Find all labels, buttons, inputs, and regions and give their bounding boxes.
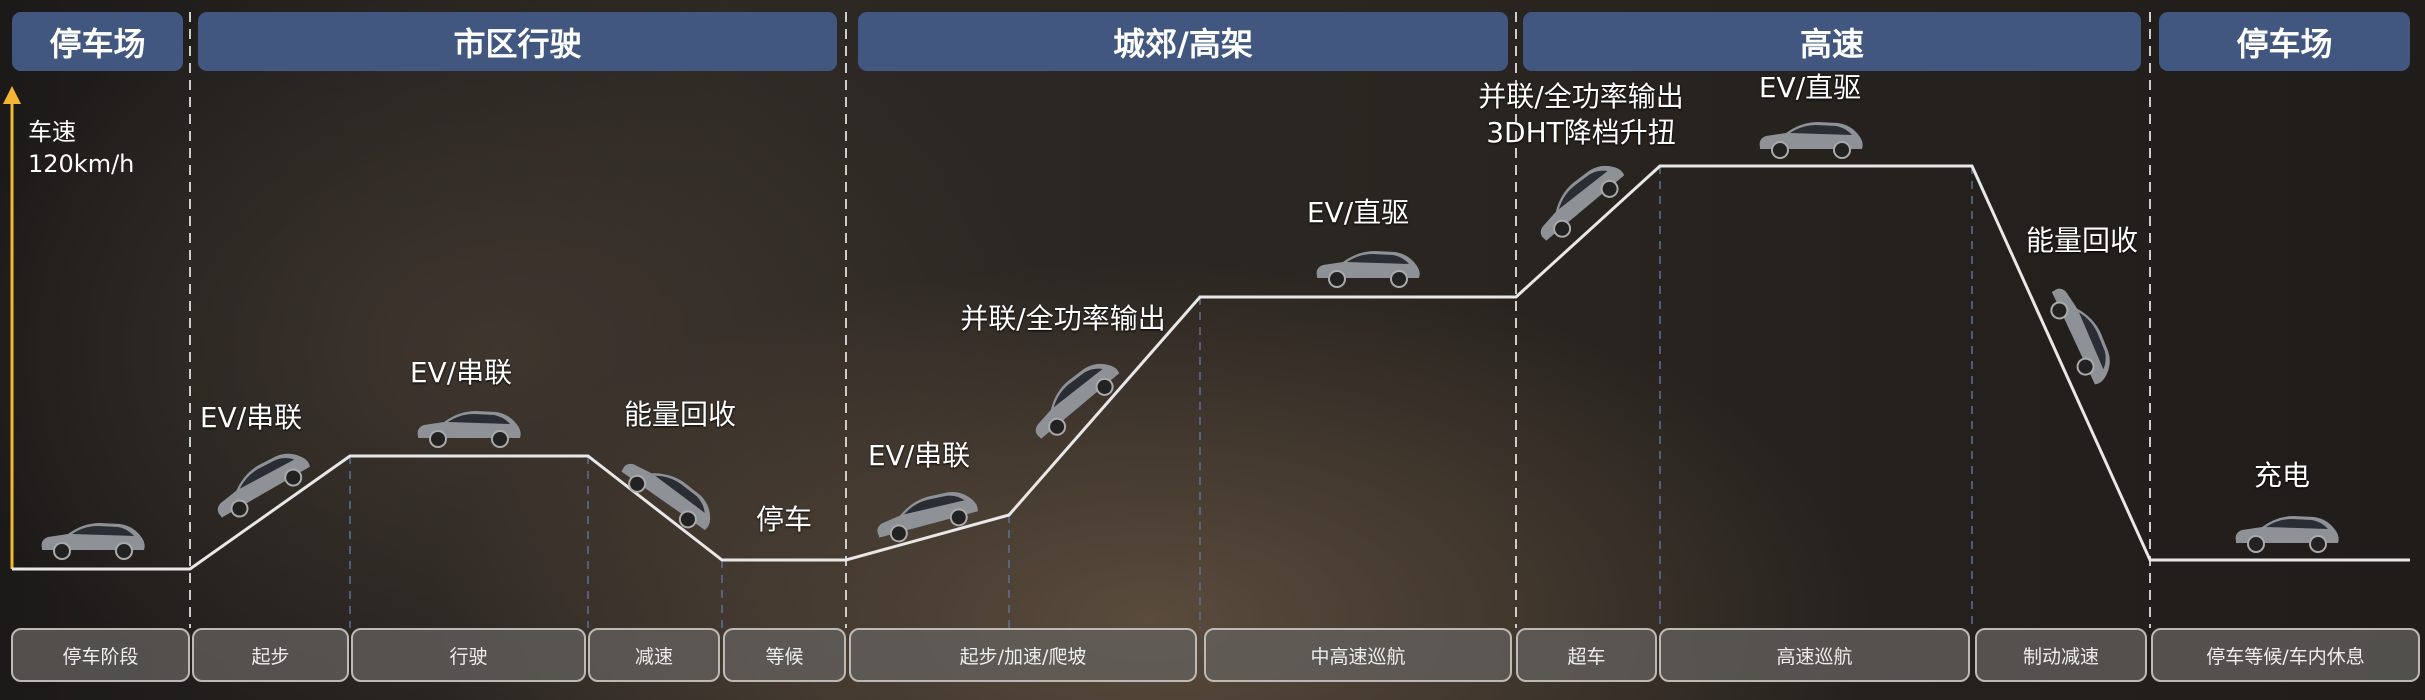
mode-label: EV/串联 bbox=[409, 355, 513, 389]
mode-label: 并联/全功率输出 bbox=[960, 301, 1166, 335]
car-icon bbox=[1315, 250, 1421, 288]
mode-label: 能量回收 bbox=[623, 397, 737, 431]
mode-label: EV/串联 bbox=[867, 438, 971, 472]
phase-box: 超车 bbox=[1516, 628, 1657, 682]
phase-box: 中高速巡航 bbox=[1204, 628, 1512, 682]
phase-box: 高速巡航 bbox=[1659, 628, 1970, 682]
section-header-highway: 高速 bbox=[1523, 12, 2141, 71]
phase-box: 减速 bbox=[588, 628, 720, 682]
phase-box: 停车阶段 bbox=[11, 628, 190, 682]
mode-label: 停车 bbox=[755, 502, 813, 536]
mode-label: EV/直驱 bbox=[1758, 70, 1862, 104]
car-icon bbox=[206, 441, 317, 527]
phase-box: 等候 bbox=[723, 628, 846, 682]
mode-label: 充电 bbox=[2253, 458, 2311, 492]
car-icon bbox=[614, 448, 722, 539]
axis-max: 120km/h bbox=[28, 150, 135, 178]
speed-line bbox=[12, 164, 2410, 571]
mode-label: EV/串联 bbox=[199, 400, 303, 434]
phase-box: 起步 bbox=[192, 628, 349, 682]
phase-box: 行驶 bbox=[351, 628, 586, 682]
car-icon bbox=[1758, 121, 1864, 159]
phase-box: 制动减速 bbox=[1975, 628, 2147, 682]
phase-box: 起步/加速/爬坡 bbox=[849, 628, 1197, 682]
car-icons bbox=[40, 121, 2340, 560]
section-header-suburban: 城郊/高架 bbox=[858, 12, 1508, 71]
step-dividers bbox=[349, 166, 1973, 628]
section-dividers bbox=[189, 12, 2151, 628]
section-header-city: 市区行驶 bbox=[198, 12, 837, 71]
phase-box: 停车等候/车内休息 bbox=[2151, 628, 2420, 682]
car-icon bbox=[1527, 153, 1632, 249]
car-icon bbox=[2234, 515, 2340, 553]
section-header-parking: 停车场 bbox=[12, 12, 183, 71]
mode-label: EV/直驱 bbox=[1306, 195, 1410, 229]
section-header-parking-end: 停车场 bbox=[2159, 12, 2410, 71]
axis-arrow-icon bbox=[3, 86, 21, 104]
car-icon bbox=[416, 410, 522, 448]
axis-label: 车速 bbox=[28, 118, 76, 146]
car-icon bbox=[2042, 279, 2121, 390]
mode-label: 能量回收 bbox=[2025, 223, 2139, 257]
car-icon bbox=[40, 522, 146, 560]
mode-label: 3DHT降档升扭 bbox=[1486, 115, 1676, 149]
mode-label: 并联/全功率输出 bbox=[1478, 79, 1684, 113]
